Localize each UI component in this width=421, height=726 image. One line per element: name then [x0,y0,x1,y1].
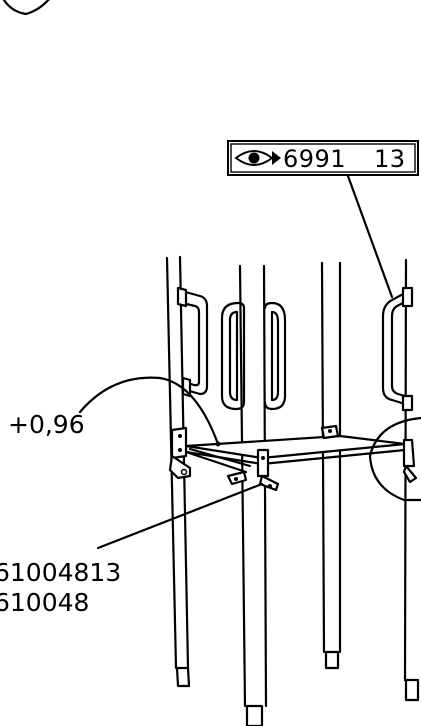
bracket-center [226,448,280,492]
reference-code-prefix: 6991 [283,145,346,173]
bracket-left [168,426,192,480]
post-back [320,261,342,670]
height-offset-label: +0,96 [8,410,85,439]
height-leader [78,376,220,446]
part-number-leader [96,482,264,550]
reference-code-suffix: 13 [374,145,406,173]
detail-circle-right [368,416,421,502]
detail-circle-top [2,0,50,16]
handle-center [220,301,287,411]
bracket-back [320,424,340,440]
part-number-2: 610048 [0,588,89,617]
handle-right [381,286,414,412]
bracket-right [402,438,418,484]
handle-left [176,286,209,398]
reference-tag: 6991 13 [227,140,419,176]
part-number-1: 61004813 [0,558,121,587]
eye-icon [234,150,281,166]
reference-leader [346,174,394,299]
